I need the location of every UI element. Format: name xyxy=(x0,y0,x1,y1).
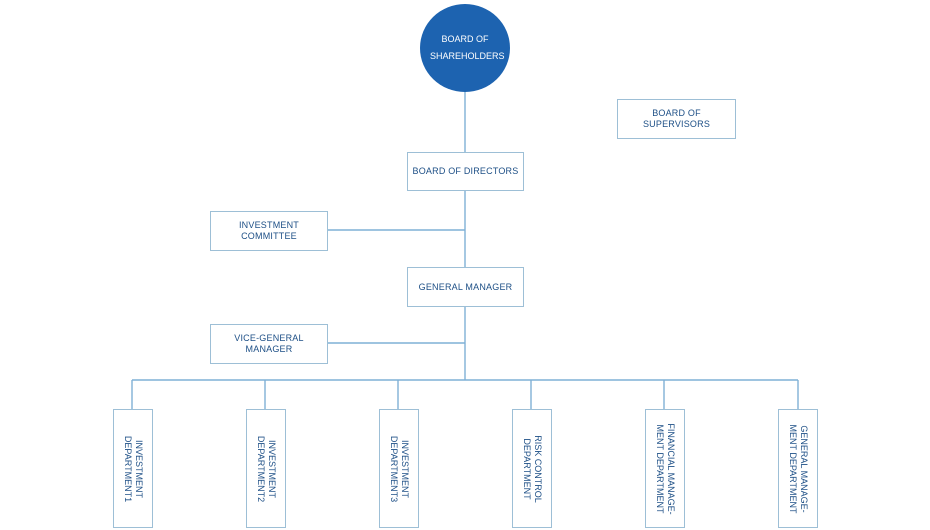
investment-department-1-line2: DEPARTMENT1 xyxy=(123,435,133,502)
risk-control-department-line2: DEPARTMENT xyxy=(522,437,532,500)
financial-management-department-line1: FINANCIAL MANAGE- xyxy=(666,422,676,515)
general-management-department-text: GENERAL MANAGE- MENT DEPARTMENT xyxy=(787,424,809,513)
investment-department-3-line1: INVESTMENT xyxy=(400,439,410,498)
risk-control-department-node[interactable]: RISK CONTROL DEPARTMENT xyxy=(512,409,552,528)
general-manager-label: GENERAL MANAGER xyxy=(418,281,513,292)
risk-control-department-text: RISK CONTROL DEPARTMENT xyxy=(521,435,543,503)
general-management-department-line1: GENERAL MANAGE- xyxy=(799,424,809,513)
board-of-supervisors-node[interactable]: BOARD OF SUPERVISORS xyxy=(617,99,736,139)
investment-department-2-line2: DEPARTMENT2 xyxy=(256,435,266,502)
board-of-directors-label: BOARD OF DIRECTORS xyxy=(412,166,519,176)
vice-general-manager-label: VICE-GENERAL MANAGER xyxy=(234,333,304,354)
board-of-shareholders-label: BOARD OF SHAREHOLDERS xyxy=(430,34,505,61)
investment-department-2-node[interactable]: INVESTMENT DEPARTMENT2 xyxy=(246,409,286,528)
investment-committee-node[interactable]: INVESTMENT COMMITTEE xyxy=(210,211,328,251)
vice-general-manager-node[interactable]: VICE-GENERAL MANAGER xyxy=(210,324,328,364)
investment-department-3-node[interactable]: INVESTMENT DEPARTMENT3 xyxy=(379,409,419,528)
general-manager-node[interactable]: GENERAL MANAGER xyxy=(407,267,524,307)
investment-department-1-line1: INVESTMENT xyxy=(134,439,144,498)
general-management-department-line2: MENT DEPARTMENT xyxy=(788,423,798,514)
general-management-department-node[interactable]: GENERAL MANAGE- MENT DEPARTMENT xyxy=(778,409,818,528)
risk-control-department-line1: RISK CONTROL xyxy=(533,434,543,503)
board-of-directors-node[interactable]: BOARD OF DIRECTORS xyxy=(407,152,524,191)
investment-department-2-text: INVESTMENT DEPARTMENT2 xyxy=(255,435,277,501)
investment-department-1-text: INVESTMENT DEPARTMENT1 xyxy=(122,435,144,501)
financial-management-department-node[interactable]: FINANCIAL MANAGE- MENT DEPARTMENT xyxy=(645,409,685,528)
financial-management-department-text: FINANCIAL MANAGE- MENT DEPARTMENT xyxy=(654,423,676,514)
board-of-supervisors-label: BOARD OF SUPERVISORS xyxy=(642,108,711,129)
board-of-shareholders-node[interactable]: BOARD OF SHAREHOLDERS xyxy=(420,4,510,92)
investment-department-2-line1: INVESTMENT xyxy=(267,439,277,498)
investment-department-3-line2: DEPARTMENT3 xyxy=(389,435,399,502)
investment-department-3-text: INVESTMENT DEPARTMENT3 xyxy=(388,435,410,501)
investment-department-1-node[interactable]: INVESTMENT DEPARTMENT1 xyxy=(113,409,153,528)
financial-management-department-line2: MENT DEPARTMENT xyxy=(655,423,665,513)
investment-committee-label: INVESTMENT COMMITTEE xyxy=(238,220,299,241)
